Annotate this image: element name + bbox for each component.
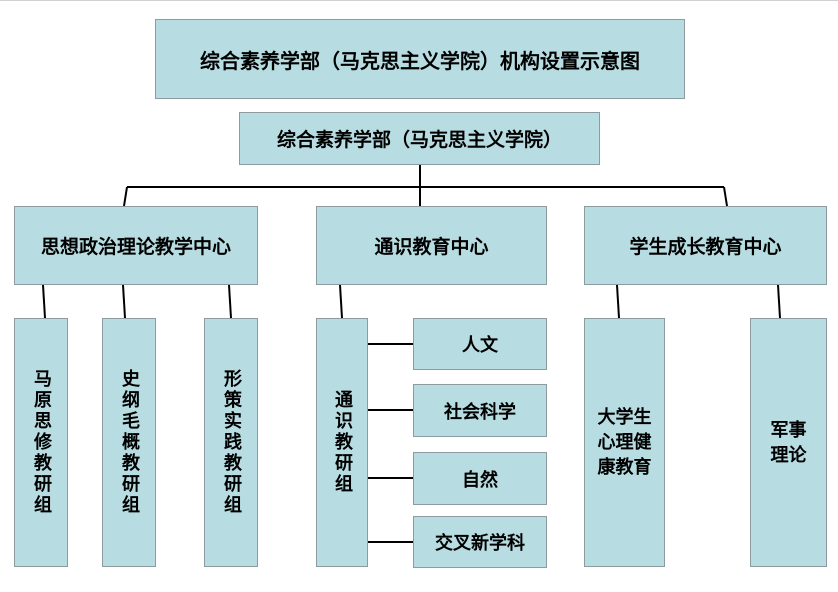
politics-link-2 [122,284,126,319]
subject-interdisciplinary-label: 交叉新学科 [435,533,525,554]
politics-link-1 [42,284,46,319]
diagram-title-text: 综合素养学部（马克思主义学院）机构设置示意图 [200,48,640,73]
center-general-label: 通识教育中心 [374,236,489,258]
unit-mental-health-label: 大学生心理健康教育 [597,407,652,478]
group-shigang-maogai: 史纲毛概教研组 [102,318,156,567]
root-node-label: 综合素养学部（马克思主义学院） [276,129,562,151]
group-mayuan-sixiu: 马原思修教研组 [14,318,68,567]
unit-mental-health: 大学生心理健康教育 [584,318,665,567]
unit-military-theory-label: 军事理论 [770,419,807,466]
root-node: 综合素养学部（马克思主义学院） [239,112,600,165]
subject-nature-label: 自然 [462,469,498,491]
page-top-edge [0,0,838,1]
group-xingce-shijian: 形策实践教研组 [204,318,258,567]
center-general: 通识教育中心 [316,206,547,285]
subject-interdisciplinary: 交叉新学科 [413,516,547,568]
group-general-education-label: 通识教研组 [332,390,353,495]
group-general-education: 通识教研组 [316,318,368,567]
politics-drop-line [123,186,128,207]
subject-social-science: 社会科学 [413,384,547,437]
unit-military-theory: 军事理论 [750,318,827,567]
subject-nature: 自然 [413,452,547,505]
growth-drop-line [723,186,728,207]
growth-link-1 [616,284,620,319]
group-xingce-shijian-label: 形策实践教研组 [221,369,242,516]
politics-link-3 [228,284,232,319]
center-politics-label: 思想政治理论教学中心 [40,236,231,258]
group-shigang-maogai-label: 史纲毛概教研组 [119,369,140,516]
subject-humanities: 人文 [413,318,547,370]
center-growth: 学生成长教育中心 [584,206,827,285]
center-politics: 思想政治理论教学中心 [14,206,258,285]
diagram-title: 综合素养学部（马克思主义学院）机构设置示意图 [155,19,685,99]
growth-link-2 [777,284,781,319]
subject-social-science-label: 社会科学 [444,401,516,423]
center-growth-label: 学生成长教育中心 [629,236,782,258]
general-link [339,284,343,319]
group-mayuan-sixiu-label: 马原思修教研组 [31,369,52,516]
subject-humanities-label: 人文 [462,335,498,356]
